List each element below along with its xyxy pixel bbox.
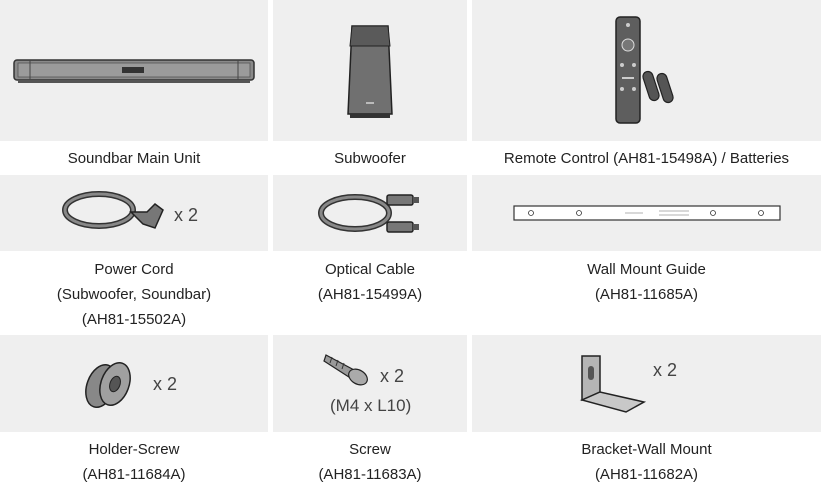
holder-screw-icon — [85, 361, 131, 408]
holder-screw-quantity: x 2 — [153, 374, 178, 394]
soundbar-icon — [13, 58, 255, 83]
screw-label: Screw (AH81-11683A) — [273, 437, 467, 487]
subwoofer-label: Subwoofer — [273, 146, 467, 171]
optical-cable-icon — [318, 194, 419, 233]
optical-cable-label-line: Optical Cable — [324, 261, 416, 278]
wall-mount-guide-label: Wall Mount Guide (AH81-11685A) — [472, 257, 821, 307]
optical-cable-label: Optical Cable (AH81-15499A) — [273, 257, 467, 307]
optical-cable-label-line: (AH81-15499A) — [317, 286, 423, 303]
soundbar-label: Soundbar Main Unit — [0, 146, 268, 171]
power-cord-label-line: (AH81-15502A) — [81, 311, 187, 328]
power-cord-image-panel — [0, 175, 268, 251]
screw-label-line: (AH81-11683A) — [318, 466, 422, 483]
optical-cable-image-panel — [273, 175, 467, 251]
remote-image-panel — [472, 0, 821, 141]
power-cord-label-line: (Subwoofer, Soundbar) — [56, 286, 212, 303]
power-cord-icon — [62, 191, 164, 229]
bracket-wall-mount-icon — [579, 354, 646, 413]
remote-label-line: Remote Control (AH81-15498A) / Batteries — [503, 150, 790, 167]
wall-mount-guide-label-line: Wall Mount Guide — [587, 261, 706, 278]
holder-screw-label-line: (AH81-11684A) — [82, 466, 186, 483]
holder-screw-image-panel — [0, 335, 268, 432]
bracket-label: Bracket-Wall Mount (AH81-11682A) — [472, 437, 821, 487]
screw-label-line: Screw — [349, 441, 391, 458]
screw-image-panel — [273, 335, 467, 432]
subwoofer-label-line: Subwoofer — [334, 150, 406, 167]
remote-control-icon — [614, 15, 674, 124]
soundbar-label-line: Soundbar Main Unit — [67, 150, 201, 167]
wall-mount-guide-image-panel — [472, 175, 821, 251]
wall-mount-guide-icon — [512, 205, 781, 221]
subwoofer-icon — [347, 24, 393, 118]
soundbar-image-panel — [0, 0, 268, 141]
power-cord-quantity: x 2 — [174, 205, 199, 225]
power-cord-label: Power Cord (Subwoofer, Soundbar) (AH81-1… — [0, 257, 268, 332]
screw-quantity: x 2 — [380, 366, 405, 386]
bracket-image-panel — [472, 335, 821, 432]
bracket-quantity: x 2 — [653, 360, 678, 380]
bracket-label-line: Bracket-Wall Mount — [581, 441, 712, 458]
screw-icon — [323, 354, 368, 386]
subwoofer-image-panel — [273, 0, 467, 141]
holder-screw-label: Holder-Screw (AH81-11684A) — [0, 437, 268, 487]
remote-label: Remote Control (AH81-15498A) / Batteries — [472, 146, 821, 171]
power-cord-label-line: Power Cord — [94, 261, 174, 278]
wall-mount-guide-label-line: (AH81-11685A) — [594, 286, 699, 303]
screw-size: (M4 x L10) — [330, 396, 412, 415]
bracket-label-line: (AH81-11682A) — [594, 466, 699, 483]
holder-screw-label-line: Holder-Screw — [88, 441, 180, 458]
